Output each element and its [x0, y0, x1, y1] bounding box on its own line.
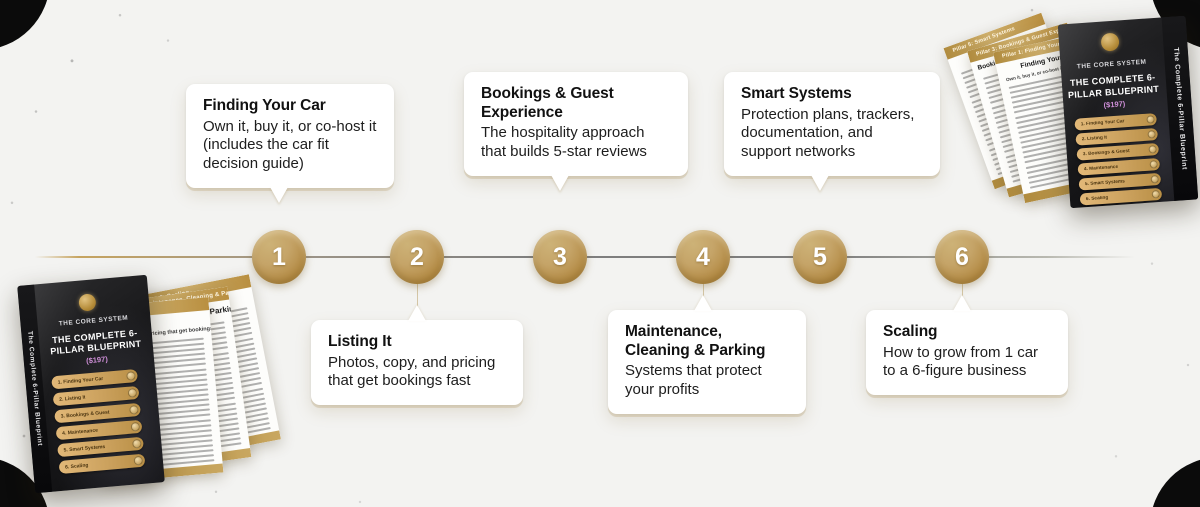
box-spine-text: The Complete 6-Pillar Blueprint [1172, 46, 1188, 170]
box-pillar-label: 4. Maintenance [1083, 164, 1119, 172]
node-number: 2 [410, 242, 424, 271]
box-pillar-label: 6. Scaling [1085, 195, 1109, 202]
node-number: 1 [272, 242, 286, 271]
step-card-title: Finding Your Car [203, 97, 326, 114]
box-pillar-label: 6. Scaling [64, 462, 89, 471]
step-card-description: Systems that protect your profits [625, 362, 762, 399]
box-pillar-label: 2. Listing It [1081, 135, 1108, 142]
step-card-3[interactable]: Bookings & Guest Experience The hospital… [464, 72, 688, 191]
card-pointer-tail [551, 174, 569, 191]
box-pillar-label: 4. Maintenance [61, 427, 99, 437]
card-pointer-tail [694, 295, 712, 311]
timeline-node-3[interactable]: 3 [533, 230, 587, 284]
card-pointer-tail [270, 187, 288, 204]
node-number: 4 [696, 242, 710, 271]
timeline-node-5[interactable]: 5 [793, 230, 847, 284]
node-number: 6 [955, 242, 969, 271]
product-mockup-bottom-left: Pillar 6: Scaling Scaling Pillar 4: Main… [17, 272, 281, 504]
node-number: 5 [813, 242, 827, 271]
box-pillar-label: 1. Finding Your Car [57, 375, 104, 386]
card-pointer-tail [811, 175, 829, 192]
product-mockup-top-right: Pillar 5: Smart Systems Smart Systems Pi… [943, 8, 1199, 209]
box-pillar-label: 5. Smart Systems [63, 443, 106, 454]
step-card-description: Own it, buy it, or co-host it (includes … [203, 117, 377, 173]
card-pointer-tail [953, 295, 971, 311]
step-card-description: How to grow from 1 car to a 6-figure bus… [883, 343, 1039, 380]
timeline-node-6[interactable]: 6 [935, 230, 989, 284]
step-card-description: The hospitality approach that builds 5-s… [481, 124, 647, 161]
step-card-2[interactable]: Listing It Photos, copy, and pricing tha… [311, 305, 523, 406]
step-card-title: Listing It [328, 333, 392, 350]
step-card-5[interactable]: Smart Systems Protection plans, trackers… [724, 72, 940, 192]
box-pillar-label: 2. Listing It [58, 394, 86, 403]
step-card-description: Protection plans, trackers, documentatio… [741, 105, 915, 161]
step-card-4[interactable]: Maintenance, Cleaning & Parking Systems … [608, 295, 806, 414]
step-card-description: Photos, copy, and pricing that get booki… [328, 353, 496, 390]
box-pillar-label: 3. Bookings & Guest [60, 409, 110, 420]
node-number: 3 [553, 242, 567, 271]
box-pillar-label: 5. Smart Systems [1084, 178, 1126, 187]
step-card-title: Maintenance, Cleaning & Parking [625, 323, 766, 359]
corner-mask-top-left [0, 0, 50, 50]
step-card-title: Scaling [883, 323, 938, 340]
step-card-title: Bookings & Guest Experience [481, 85, 614, 121]
product-box: The Complete 6-Pillar Blueprint THE CORE… [17, 274, 165, 494]
card-pointer-tail [408, 305, 426, 321]
step-card-6[interactable]: Scaling How to grow from 1 car to a 6-fi… [866, 295, 1068, 396]
step-card-title: Smart Systems [741, 85, 852, 102]
box-pillar-label: 1. Finding Your Car [1080, 118, 1125, 127]
product-box: The Complete 6-Pillar Blueprint THE CORE… [1057, 15, 1199, 209]
step-card-1[interactable]: Finding Your Car Own it, buy it, or co-h… [186, 84, 394, 204]
timeline-node-2[interactable]: 2 [390, 230, 444, 284]
timeline-node-1[interactable]: 1 [252, 230, 306, 284]
corner-mask-bottom-right [1150, 457, 1200, 507]
box-pillar-label: 3. Bookings & Guest [1082, 148, 1130, 157]
timeline-node-4[interactable]: 4 [676, 230, 730, 284]
